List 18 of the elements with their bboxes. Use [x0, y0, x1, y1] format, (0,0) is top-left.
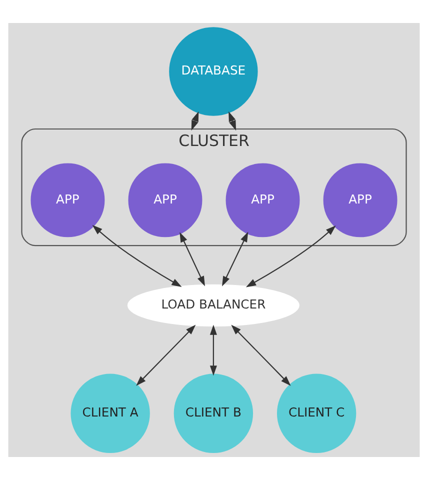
- arrow: [228, 111, 236, 131]
- arrow: [231, 324, 291, 386]
- arrow: [92, 225, 182, 288]
- arrow: [136, 324, 196, 386]
- arrow: [210, 324, 217, 376]
- node-circle: DATABASE: [169, 27, 258, 116]
- arrow: [246, 226, 336, 288]
- node-circle: APP: [226, 163, 300, 238]
- node-circle: CLIENT B: [174, 374, 254, 453]
- node-circle: CLIENT A: [70, 374, 150, 453]
- node-circle: APP: [323, 163, 398, 238]
- node-circle: APP: [30, 163, 105, 238]
- node-ellipse: LOAD BALANCER: [127, 284, 300, 326]
- arrow: [191, 111, 199, 131]
- node-circle: CLIENT C: [276, 374, 356, 453]
- arrow: [222, 232, 248, 286]
- arrow: [180, 232, 205, 286]
- node-circle: APP: [128, 163, 202, 238]
